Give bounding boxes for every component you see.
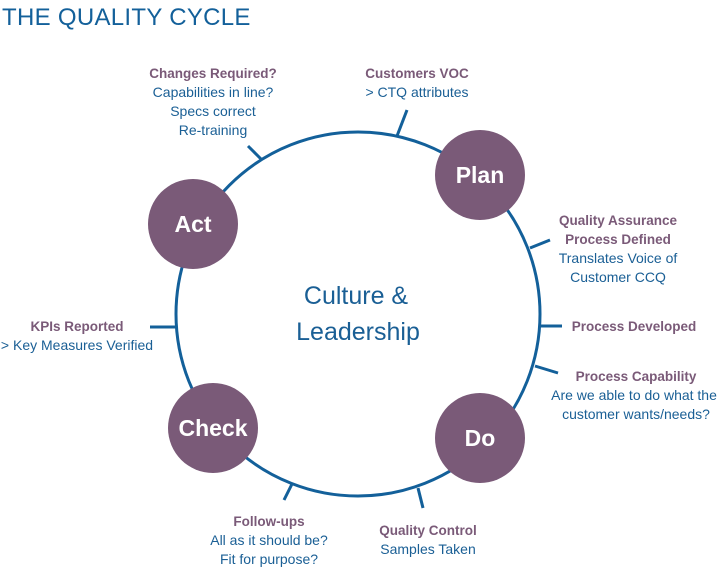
annotation-line: Re-training: [179, 122, 247, 138]
annotation-heading: Process Developed: [572, 319, 697, 334]
annotation-line: Fit for purpose?: [220, 551, 318, 567]
node-do-label: Do: [465, 425, 496, 451]
annotation-quality-control: Quality Control Samples Taken: [379, 523, 477, 557]
node-check: Check: [168, 383, 258, 473]
center-title-line2: Leadership: [296, 318, 420, 346]
tick-customers-voc: [395, 109, 409, 137]
annotation-heading: Quality Assurance: [559, 213, 678, 228]
annotation-line: > Key Measures Verified: [1, 337, 153, 353]
tick-changes-required: [246, 144, 264, 162]
annotation-customers-voc: Customers VOC > CTQ attributes: [365, 66, 469, 100]
annotation-line: Translates Voice of: [559, 250, 678, 266]
cycle-ring: [174, 130, 542, 498]
node-act-label: Act: [174, 211, 211, 237]
annotation-line: Are we able to do what the: [551, 387, 717, 403]
annotation-line: Customer CCQ: [570, 269, 666, 285]
node-do-circle: [435, 393, 525, 483]
node-check-label: Check: [178, 415, 247, 441]
annotation-process-capability: Process Capability Are we able to do wha…: [551, 369, 717, 422]
ring-ticks: [150, 109, 562, 509]
node-check-circle: [168, 383, 258, 473]
annotation-heading: Changes Required?: [149, 66, 277, 81]
annotation-line: Specs correct: [170, 103, 256, 119]
annotation-heading: Process Defined: [565, 232, 671, 247]
annotation-heading: KPIs Reported: [30, 319, 123, 334]
node-act-circle: [148, 179, 238, 269]
tick-follow-ups: [282, 483, 294, 501]
node-plan-label: Plan: [456, 162, 505, 188]
node-do: Do: [435, 393, 525, 483]
annotation-heading: Quality Control: [379, 523, 477, 538]
annotation-line: Capabilities in line?: [153, 84, 274, 100]
annotation-quality-assurance: Quality Assurance Process Defined Transl…: [559, 213, 678, 285]
annotation-process-developed: Process Developed: [572, 319, 697, 334]
tick-quality-assurance: [529, 238, 551, 250]
annotation-follow-ups: Follow-ups All as it should be? Fit for …: [210, 514, 328, 567]
annotation-changes-required: Changes Required? Capabilities in line? …: [149, 66, 277, 138]
tick-quality-control: [416, 487, 425, 509]
annotation-heading: Process Capability: [576, 369, 697, 384]
annotation-line: customer wants/needs?: [562, 406, 710, 422]
node-plan-circle: [435, 130, 525, 220]
node-plan: Plan: [435, 130, 525, 220]
center-title-line1: Culture &: [304, 282, 409, 310]
annotation-kpis-reported: KPIs Reported > Key Measures Verified: [1, 319, 153, 353]
annotation-heading: Customers VOC: [365, 66, 469, 81]
annotation-line: Samples Taken: [380, 541, 475, 557]
node-act: Act: [148, 179, 238, 269]
page-title: THE QUALITY CYCLE: [2, 4, 251, 31]
annotation-line: > CTQ attributes: [365, 84, 468, 100]
annotation-heading: Follow-ups: [233, 514, 304, 529]
annotation-line: All as it should be?: [210, 532, 328, 548]
tick-process-capability: [534, 364, 559, 375]
